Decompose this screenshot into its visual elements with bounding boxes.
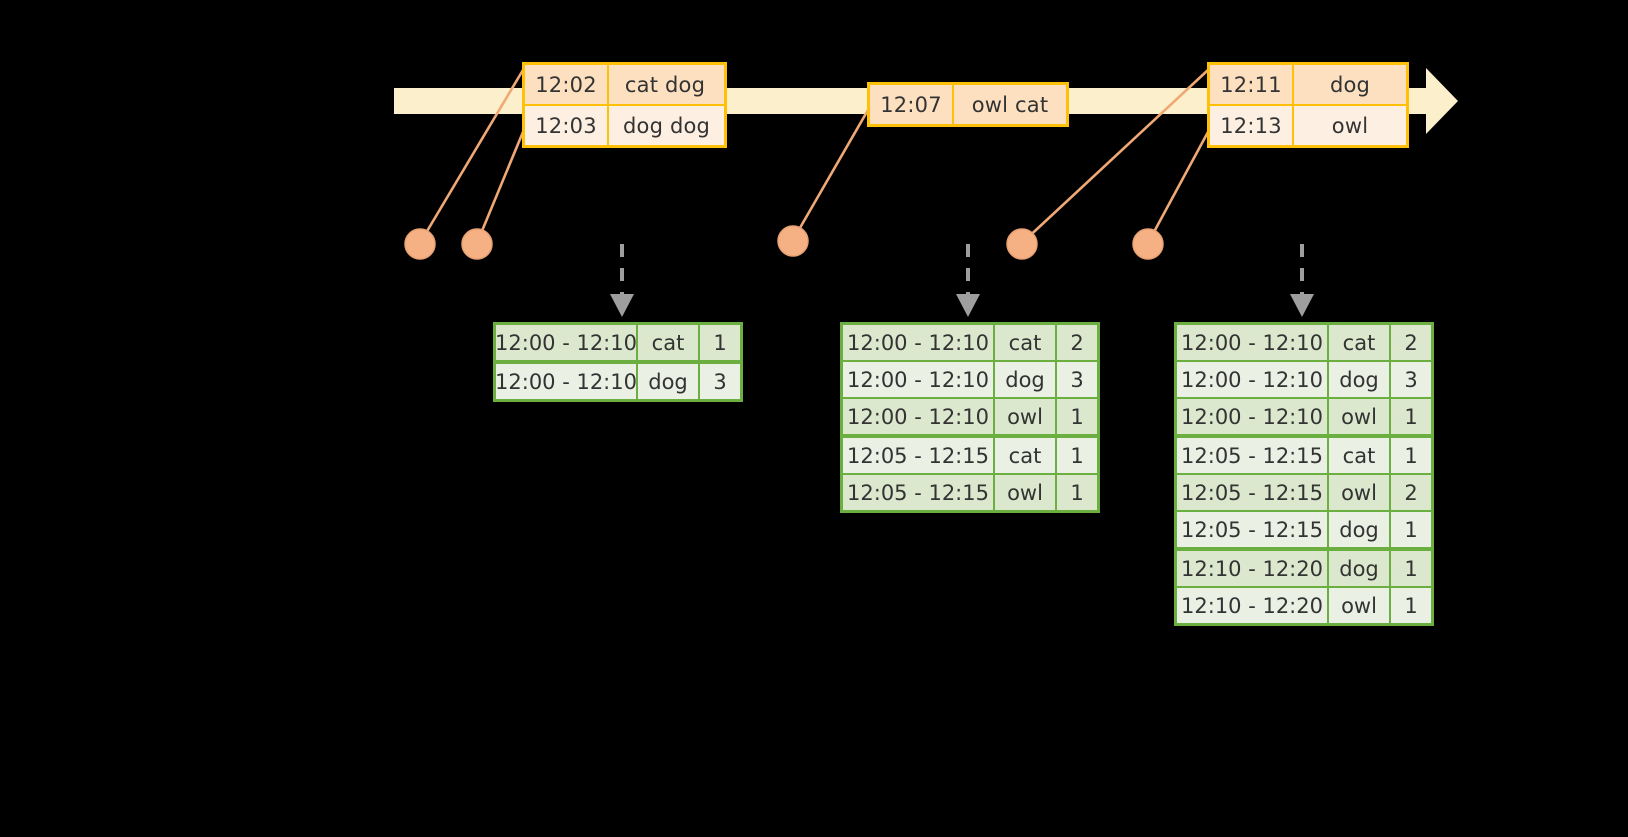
- cell-count: 2: [1391, 475, 1431, 510]
- cell-count: 1: [1057, 438, 1097, 473]
- table-row[interactable]: 12:05 - 12:15 owl 1: [843, 473, 1097, 510]
- result-table-3[interactable]: 12:00 - 12:10 cat 2 12:00 - 12:10 dog 3 …: [1174, 322, 1434, 626]
- table-row[interactable]: 12:00 - 12:10 cat 2: [843, 325, 1097, 360]
- cell-window: 12:00 - 12:10: [1177, 362, 1329, 397]
- connector-line-5: [1146, 131, 1210, 244]
- cell-word: dog: [1329, 551, 1391, 586]
- cell-word: dog: [638, 364, 700, 399]
- event-time: 12:02: [525, 65, 609, 104]
- event-words: owl cat: [971, 92, 1049, 117]
- cell-count: 1: [1057, 399, 1097, 434]
- cell-word: cat: [995, 325, 1057, 360]
- arrowhead-3: [1290, 294, 1314, 317]
- cell-window: 12:00 - 12:10: [1177, 399, 1329, 434]
- cell-word: owl: [1329, 475, 1391, 510]
- arrowhead-2: [956, 294, 980, 317]
- event-time: 12:03: [525, 106, 609, 145]
- dot-5: [1132, 228, 1164, 260]
- dot-2: [461, 228, 493, 260]
- cell-window: 12:10 - 12:20: [1177, 588, 1329, 623]
- cell-window: 12:10 - 12:20: [1177, 551, 1329, 586]
- event-row[interactable]: 12:03 dog dog: [525, 104, 725, 145]
- table-row[interactable]: 12:00 - 12:10 owl 1: [843, 397, 1097, 434]
- cell-window: 12:00 - 12:10: [843, 399, 995, 434]
- cell-window: 12:05 - 12:15: [1177, 438, 1329, 473]
- cell-word: dog: [1329, 512, 1391, 547]
- cell-word: cat: [995, 438, 1057, 473]
- event-time: 12:11: [1210, 65, 1294, 104]
- cell-window: 12:05 - 12:15: [843, 438, 995, 473]
- cell-word: owl: [995, 475, 1057, 510]
- table-row[interactable]: 12:00 - 12:10 dog 3: [1177, 360, 1431, 397]
- cell-word: cat: [1329, 438, 1391, 473]
- cell-count: 1: [1391, 551, 1431, 586]
- event-words: owl: [1331, 113, 1369, 138]
- cell-count: 1: [700, 325, 740, 360]
- event-row[interactable]: 12:13 owl: [1210, 104, 1406, 145]
- event-words: cat dog: [624, 72, 706, 97]
- event-words: dog: [1329, 72, 1371, 97]
- cell-count: 3: [1057, 362, 1097, 397]
- cell-window: 12:00 - 12:10: [495, 325, 638, 360]
- table-row[interactable]: 12:00 - 12:10 cat 1: [495, 325, 740, 360]
- dot-1: [404, 228, 436, 260]
- event-row[interactable]: 12:11 dog: [1210, 65, 1406, 104]
- event-dots: [404, 225, 1164, 260]
- cell-window: 12:00 - 12:10: [843, 362, 995, 397]
- arrowhead-1: [610, 294, 634, 317]
- connector-line-1: [418, 69, 525, 244]
- cell-word: cat: [1329, 325, 1391, 360]
- connector-line-3: [791, 109, 870, 241]
- cell-window: 12:00 - 12:10: [1177, 325, 1329, 360]
- cell-window: 12:05 - 12:15: [1177, 512, 1329, 547]
- event-words: dog dog: [623, 113, 711, 138]
- event-group-3[interactable]: 12:11 dog 12:13 owl: [1207, 62, 1409, 148]
- cell-word: dog: [1329, 362, 1391, 397]
- table-row[interactable]: 12:10 - 12:20 dog 1: [1177, 547, 1431, 586]
- result-arrows: [620, 244, 1304, 295]
- cell-count: 1: [1391, 399, 1431, 434]
- cell-count: 1: [1391, 438, 1431, 473]
- cell-word: cat: [638, 325, 700, 360]
- table-row[interactable]: 12:05 - 12:15 cat 1: [1177, 434, 1431, 473]
- table-row[interactable]: 12:05 - 12:15 cat 1: [843, 434, 1097, 473]
- cell-window: 12:05 - 12:15: [843, 475, 995, 510]
- cell-count: 3: [700, 364, 740, 399]
- table-row[interactable]: 12:00 - 12:10 dog 3: [843, 360, 1097, 397]
- connector-line-2: [475, 131, 525, 244]
- result-table-2[interactable]: 12:00 - 12:10 cat 2 12:00 - 12:10 dog 3 …: [840, 322, 1100, 513]
- cell-window: 12:05 - 12:15: [1177, 475, 1329, 510]
- cell-window: 12:00 - 12:10: [495, 364, 638, 399]
- dot-3: [777, 225, 809, 257]
- event-row[interactable]: 12:02 cat dog: [525, 65, 725, 104]
- table-row[interactable]: 12:00 - 12:10 dog 3: [495, 360, 740, 399]
- cell-count: 1: [1391, 512, 1431, 547]
- event-group-2[interactable]: 12:07 owl cat: [867, 82, 1069, 127]
- table-row[interactable]: 12:00 - 12:10 cat 2: [1177, 325, 1431, 360]
- cell-count: 3: [1391, 362, 1431, 397]
- cell-word: owl: [1329, 588, 1391, 623]
- cell-word: owl: [995, 399, 1057, 434]
- result-arrowheads: [610, 294, 1314, 317]
- table-row[interactable]: 12:05 - 12:15 dog 1: [1177, 510, 1431, 547]
- cell-window: 12:00 - 12:10: [843, 325, 995, 360]
- table-row[interactable]: 12:05 - 12:15 owl 2: [1177, 473, 1431, 510]
- dot-4: [1006, 228, 1038, 260]
- table-row[interactable]: 12:00 - 12:10 owl 1: [1177, 397, 1431, 434]
- cell-count: 1: [1391, 588, 1431, 623]
- cell-count: 2: [1057, 325, 1097, 360]
- cell-word: dog: [995, 362, 1057, 397]
- event-row[interactable]: 12:07 owl cat: [870, 85, 1066, 124]
- cell-word: owl: [1329, 399, 1391, 434]
- cell-count: 2: [1391, 325, 1431, 360]
- event-time: 12:13: [1210, 106, 1294, 145]
- table-row[interactable]: 12:10 - 12:20 owl 1: [1177, 586, 1431, 623]
- result-table-1[interactable]: 12:00 - 12:10 cat 1 12:00 - 12:10 dog 3: [493, 322, 743, 402]
- cell-count: 1: [1057, 475, 1097, 510]
- event-group-1[interactable]: 12:02 cat dog 12:03 dog dog: [522, 62, 728, 148]
- event-time: 12:07: [870, 85, 954, 124]
